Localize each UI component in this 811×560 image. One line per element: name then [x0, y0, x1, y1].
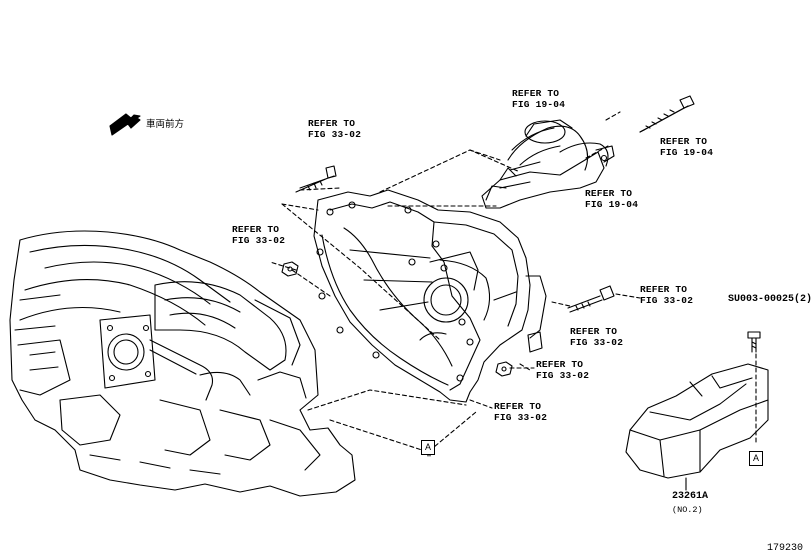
cover-bolt: [747, 331, 761, 353]
ref-nut-left[interactable]: REFER TO FIG 33-02: [232, 224, 285, 246]
ref-line2: FIG 33-02: [232, 235, 286, 246]
ref-line2: FIG 19-04: [660, 147, 714, 158]
cover-qualifier: (NO.2): [672, 505, 703, 515]
figure-number: 179230: [767, 543, 804, 554]
ref-line2: FIG 19-04: [585, 199, 639, 210]
ref-line1: REFER TO: [512, 88, 560, 99]
marker-a-right: A: [749, 451, 763, 466]
vehicle-front-label: 車両前方: [146, 119, 185, 130]
ref-line1: REFER TO: [660, 136, 708, 147]
cover-part-number[interactable]: 23261A: [672, 491, 709, 502]
housing-bolt-right: [567, 285, 615, 313]
nut-left: [281, 261, 299, 277]
ref-starter-side[interactable]: REFER TO FIG 19-04: [585, 188, 638, 210]
ref-line1: REFER TO: [536, 359, 584, 370]
cover-no2-drawing: [625, 363, 769, 479]
bolt-part-number[interactable]: SU003-00025(2): [728, 294, 811, 305]
vehicle-front-arrow-icon: [109, 113, 141, 136]
ref-housing-bottom[interactable]: REFER TO FIG 33-02: [494, 401, 547, 423]
ref-starter-top[interactable]: REFER TO FIG 19-04: [512, 88, 565, 110]
ref-nut-lower[interactable]: REFER TO FIG 33-02: [536, 359, 589, 381]
ref-starter-bolt[interactable]: REFER TO FIG 19-04: [660, 136, 713, 158]
ref-line1: REFER TO: [232, 224, 280, 235]
ref-bolt-right[interactable]: REFER TO FIG 33-02: [640, 284, 693, 306]
ref-line2: FIG 33-02: [536, 370, 590, 381]
ref-line1: REFER TO: [308, 118, 356, 129]
ref-housing-bolt[interactable]: REFER TO FIG 33-02: [308, 118, 361, 140]
ref-line2: FIG 19-04: [512, 99, 566, 110]
ref-line2: FIG 33-02: [570, 337, 624, 348]
ref-line2: FIG 33-02: [494, 412, 548, 423]
housing-bolt-upper: [295, 165, 337, 193]
engine-block-drawing: [9, 230, 356, 497]
nut-lower: [495, 361, 513, 377]
ref-line1: REFER TO: [585, 188, 633, 199]
starter-bolt-upper: [639, 95, 695, 133]
leader-lines: [429, 445, 687, 491]
ref-line2: FIG 33-02: [640, 295, 694, 306]
transmission-housing-drawing: [313, 189, 547, 403]
starter-motor-drawing: [481, 119, 615, 209]
ref-bracket[interactable]: REFER TO FIG 33-02: [570, 326, 623, 348]
ref-line1: REFER TO: [494, 401, 542, 412]
ref-line1: REFER TO: [570, 326, 618, 337]
ref-line1: REFER TO: [640, 284, 688, 295]
marker-a-left: A: [421, 440, 435, 455]
ref-line2: FIG 33-02: [308, 129, 362, 140]
